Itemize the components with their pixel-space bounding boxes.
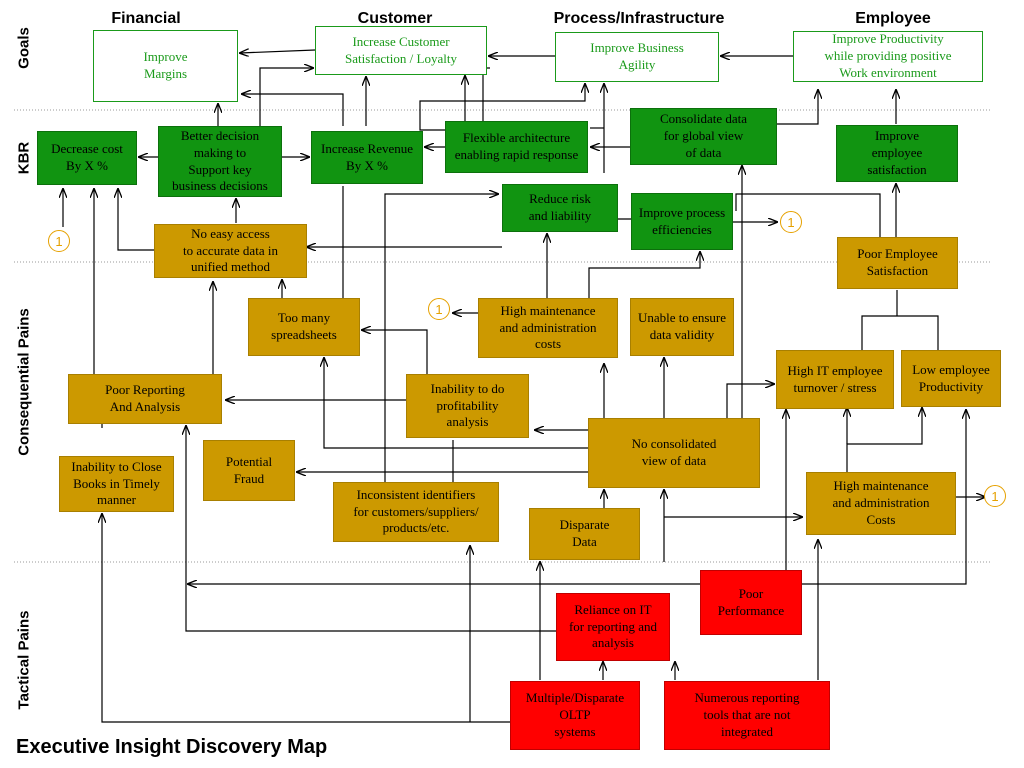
node-flexible-architecture: Flexible architecture enabling rapid res… (445, 121, 588, 173)
marker-circle-1-a: 1 (48, 230, 70, 252)
node-unable-to-ensure-validity: Unable to ensure data validity (630, 298, 734, 356)
node-too-many-spreadsheets: Too many spreadsheets (248, 298, 360, 356)
node-poor-performance: Poor Performance (700, 570, 802, 635)
row-label-tactical-pains: Tactical Pains (15, 610, 33, 710)
node-poor-reporting: Poor Reporting And Analysis (68, 374, 222, 424)
node-poor-employee-satisfaction: Poor Employee Satisfaction (837, 237, 958, 289)
node-numerous-reporting-tools: Numerous reporting tools that are not in… (664, 681, 830, 750)
node-inconsistent-identifiers: Inconsistent identifiers for customers/s… (333, 482, 499, 542)
node-improve-employee-satisfaction: Improve employee satisfaction (836, 125, 958, 182)
node-inability-profitability: Inability to do profitability analysis (406, 374, 529, 438)
row-label-kbr: KBR (15, 141, 33, 175)
column-header-financial: Financial (111, 10, 181, 27)
map-title: Executive Insight Discovery Map (16, 736, 328, 758)
column-header-customer: Customer (357, 10, 433, 27)
node-improve-business-agility: Improve Business Agility (555, 32, 719, 82)
node-consolidate-data: Consolidate data for global view of data (630, 108, 777, 165)
node-no-easy-access: No easy access to accurate data in unifi… (154, 224, 307, 278)
node-decrease-cost: Decrease cost By X % (37, 131, 137, 185)
node-reduce-risk: Reduce risk and liability (502, 184, 618, 232)
column-header-process: Process/Infrastructure (553, 10, 725, 27)
connectors (63, 50, 985, 723)
node-low-employee-productivity: Low employee Productivity (901, 350, 1001, 407)
node-improve-productivity: Improve Productivity while providing pos… (793, 31, 983, 82)
column-header-employee: Employee (855, 10, 931, 27)
row-label-consequential-pains: Consequential Pains (15, 308, 33, 456)
node-reliance-on-it: Reliance on IT for reporting and analysi… (556, 593, 670, 661)
node-high-maintenance-costs-1: High maintenance and administration cost… (478, 298, 618, 358)
node-disparate-data: Disparate Data (529, 508, 640, 560)
node-potential-fraud: Potential Fraud (203, 440, 295, 501)
node-no-consolidated-view: No consolidated view of data (588, 418, 760, 488)
node-improve-process-efficiencies: Improve process efficiencies (631, 193, 733, 250)
node-multiple-oltp: Multiple/Disparate OLTP systems (510, 681, 640, 750)
node-high-it-turnover: High IT employee turnover / stress (776, 350, 894, 409)
node-increase-customer-satisfaction: Increase Customer Satisfaction / Loyalty (315, 26, 487, 75)
row-label-goals: Goals (15, 27, 33, 69)
node-improve-margins: Improve Margins (93, 30, 238, 102)
marker-circle-1-b: 1 (780, 211, 802, 233)
node-high-maintenance-costs-2: High maintenance and administration Cost… (806, 472, 956, 535)
marker-circle-1-c: 1 (428, 298, 450, 320)
node-better-decision-making: Better decision making to Support key bu… (158, 126, 282, 197)
marker-circle-1-d: 1 (984, 485, 1006, 507)
node-inability-close-books: Inability to Close Books in Timely manne… (59, 456, 174, 512)
node-increase-revenue: Increase Revenue By X % (311, 131, 423, 184)
